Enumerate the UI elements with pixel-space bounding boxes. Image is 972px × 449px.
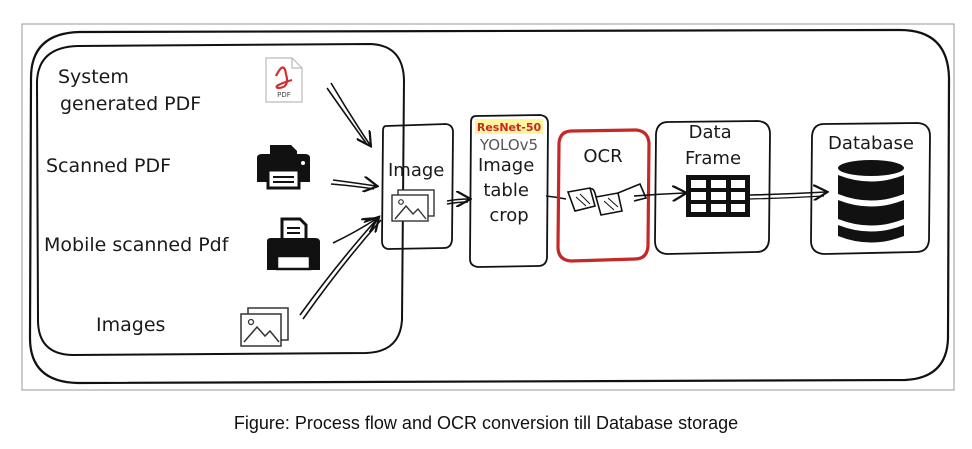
figure-frame <box>21 23 955 391</box>
arrow-dataframe-to-database <box>749 192 826 195</box>
process-flow-diagram: System generated PDF Scanned PDF Mobile … <box>21 23 955 391</box>
step-dataframe-label: Data Frame <box>685 122 741 169</box>
step-crop-label: Image table crop <box>478 155 540 226</box>
arrow-crop-to-ocr <box>545 195 567 200</box>
source-label-mobile-pdf: Mobile scanned Pdf <box>44 234 230 256</box>
step-table-crop-box: ResNet-50 YOLOv5 Image table crop <box>469 114 549 268</box>
resnet-badge: ResNet-50 <box>477 121 542 134</box>
step-ocr-label: OCR <box>583 146 622 167</box>
figure-caption: Figure: Process flow and OCR conversion … <box>233 413 739 433</box>
yolo-badge: YOLOv5 <box>479 136 538 154</box>
resnet-badge-bg <box>475 119 543 134</box>
table-grid-icon <box>686 175 750 217</box>
source-label-images: Images <box>96 314 165 336</box>
source-label-scanned-pdf: Scanned PDF <box>46 155 171 177</box>
source-label-system-pdf: System generated PDF <box>58 66 201 115</box>
step-image-label: Image <box>388 160 444 181</box>
step-image-box: Image <box>381 123 454 250</box>
svg-text:PDF: PDF <box>277 91 291 99</box>
arrow-ocr-to-dataframe <box>633 193 685 196</box>
step-ocr-box: OCR <box>556 128 651 263</box>
printer-icon <box>257 145 310 190</box>
arrow-image-to-crop <box>446 199 469 201</box>
outer-container <box>28 28 951 385</box>
step-dataframe-box: Data Frame <box>654 120 771 255</box>
step-database-box: Database <box>810 122 931 255</box>
source-arrows <box>299 82 382 320</box>
image-stack-icon <box>240 307 289 347</box>
pdf-file-icon: PDF <box>265 57 303 103</box>
glasses-icon <box>566 182 648 216</box>
printer-document-icon <box>267 217 320 271</box>
source-group-box <box>35 42 406 357</box>
step-database-label: Database <box>828 133 914 154</box>
image-icon <box>391 189 435 222</box>
database-icon <box>838 160 904 243</box>
